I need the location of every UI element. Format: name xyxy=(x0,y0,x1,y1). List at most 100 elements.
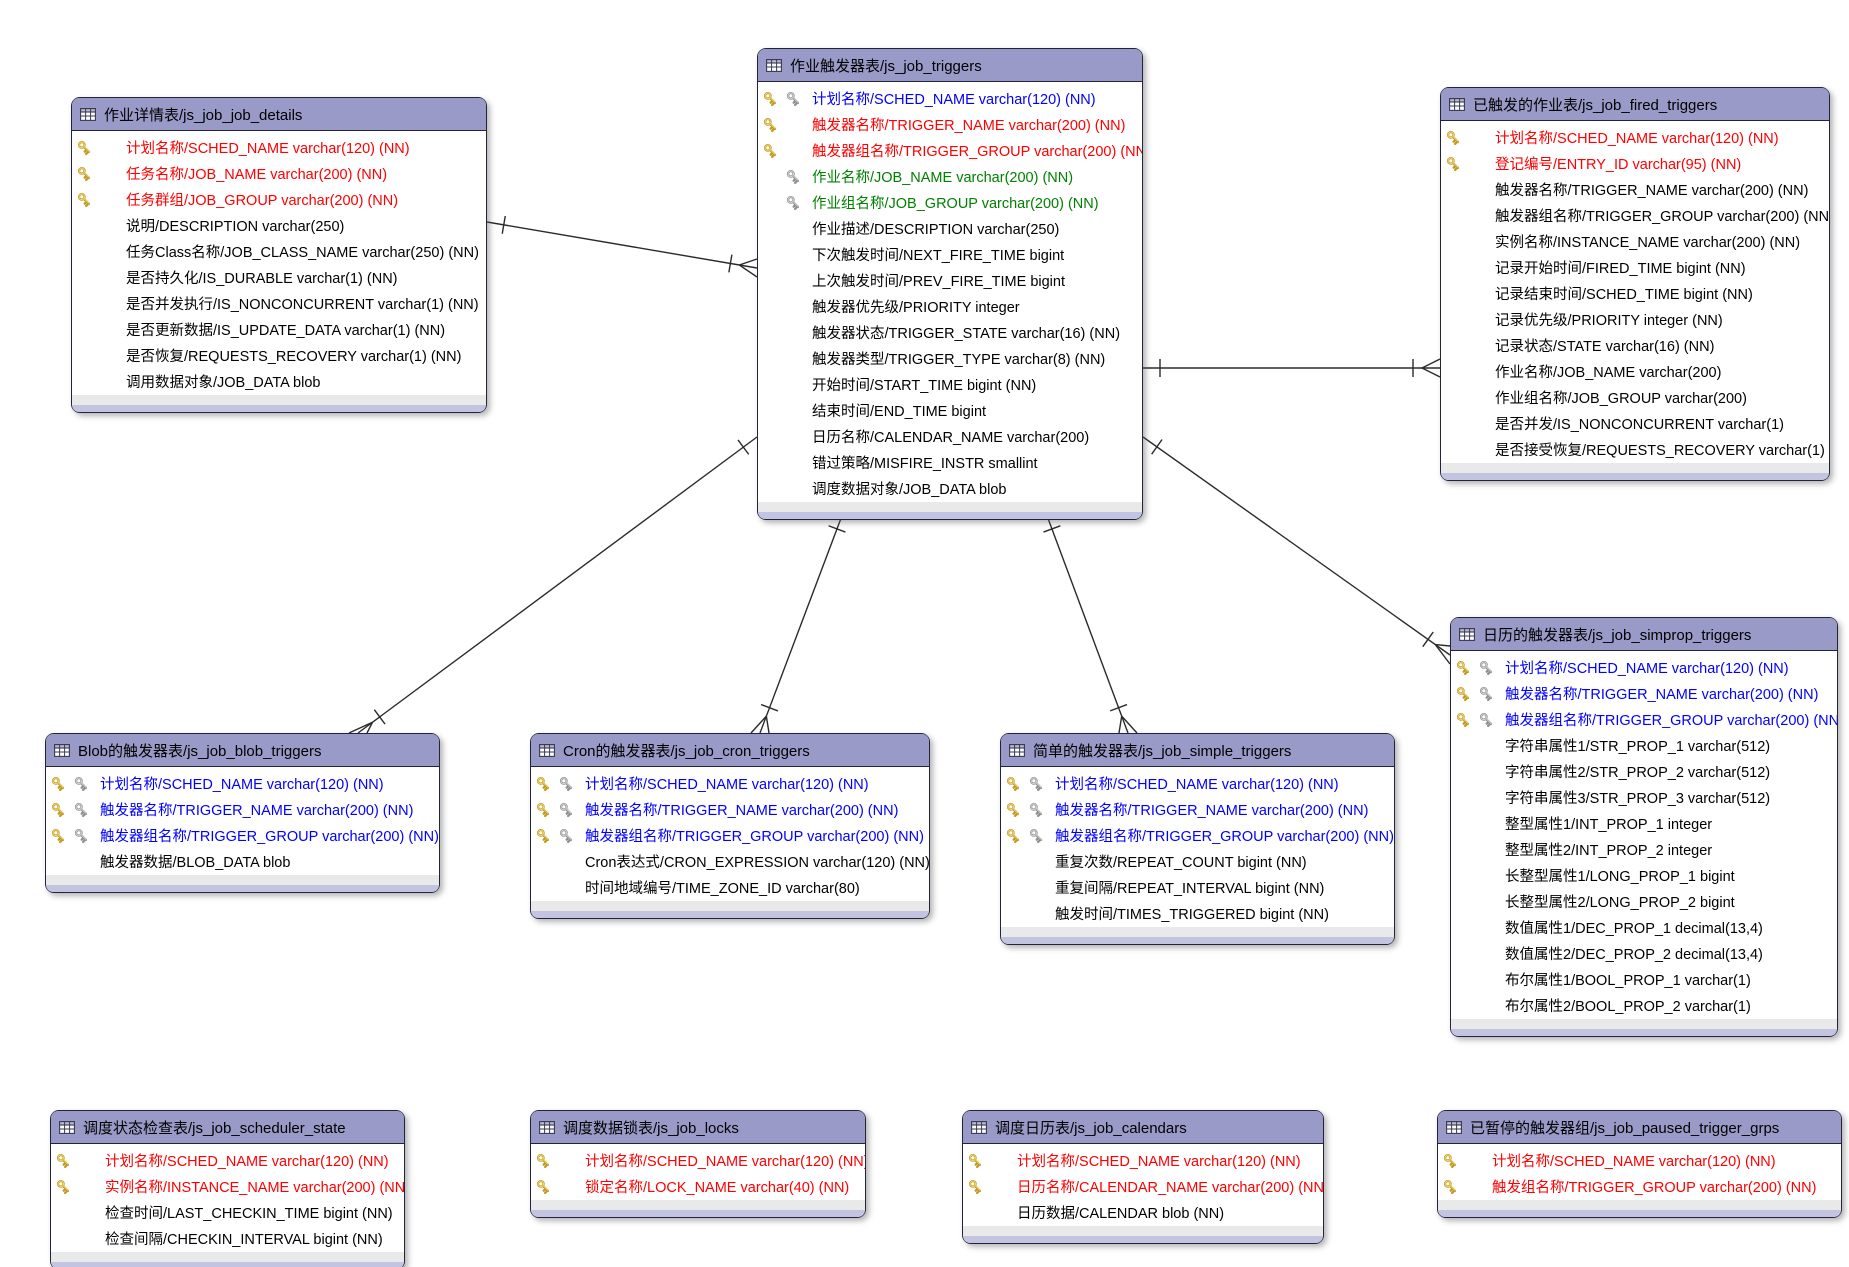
field-row[interactable]: 上次触发时间/PREV_FIRE_TIME bigint xyxy=(758,267,1142,293)
field-row[interactable]: 说明/DESCRIPTION varchar(250) xyxy=(72,212,486,238)
field-row[interactable]: 计划名称/SCHED_NAME varchar(120) (NN) xyxy=(963,1147,1323,1173)
entity-header[interactable]: 调度日历表/js_job_calendars xyxy=(963,1111,1323,1144)
field-row[interactable]: 触发器名称/TRIGGER_NAME varchar(200) (NN) xyxy=(1451,680,1837,706)
field-row[interactable]: 字符串属性1/STR_PROP_1 varchar(512) xyxy=(1451,732,1837,758)
entity-header[interactable]: 作业触发器表/js_job_triggers xyxy=(758,49,1142,82)
field-row[interactable]: 锁定名称/LOCK_NAME varchar(40) (NN) xyxy=(531,1173,865,1199)
entity-js_job_calendars[interactable]: 调度日历表/js_job_calendars 计划名称/SCHED_NAME va… xyxy=(962,1110,1324,1244)
field-row[interactable]: 调度数据对象/JOB_DATA blob xyxy=(758,475,1142,501)
field-row[interactable]: 作业名称/JOB_NAME varchar(200) xyxy=(1441,358,1829,384)
entity-header[interactable]: Cron的触发器表/js_job_cron_triggers xyxy=(531,734,929,767)
field-row[interactable]: 是否接受恢复/REQUESTS_RECOVERY varchar(1) xyxy=(1441,436,1829,462)
field-row[interactable]: 计划名称/SCHED_NAME varchar(120) (NN) xyxy=(46,770,439,796)
field-row[interactable]: 触发器名称/TRIGGER_NAME varchar(200) (NN) xyxy=(1001,796,1394,822)
field-row[interactable]: 检查间隔/CHECKIN_INTERVAL bigint (NN) xyxy=(51,1225,404,1251)
relationship-line[interactable] xyxy=(1142,436,1451,656)
entity-header[interactable]: 已触发的作业表/js_job_fired_triggers xyxy=(1441,88,1829,121)
field-row[interactable]: 触发时间/TIMES_TRIGGERED bigint (NN) xyxy=(1001,900,1394,926)
field-row[interactable]: 触发器组名称/TRIGGER_GROUP varchar(200) (NN) xyxy=(1451,706,1837,732)
field-row[interactable]: 计划名称/SCHED_NAME varchar(120) (NN) xyxy=(1438,1147,1841,1173)
entity-js_job_cron_triggers[interactable]: Cron的触发器表/js_job_cron_triggers 计划名称/SCHED… xyxy=(530,733,930,919)
field-row[interactable]: 登记编号/ENTRY_ID varchar(95) (NN) xyxy=(1441,150,1829,176)
entity-js_job_paused_trigger_grps[interactable]: 已暂停的触发器组/js_job_paused_trigger_grps 计划名称/… xyxy=(1437,1110,1842,1218)
field-row[interactable]: 字符串属性2/STR_PROP_2 varchar(512) xyxy=(1451,758,1837,784)
field-row[interactable]: 触发器名称/TRIGGER_NAME varchar(200) (NN) xyxy=(758,111,1142,137)
field-row[interactable]: 整型属性2/INT_PROP_2 integer xyxy=(1451,836,1837,862)
field-row[interactable]: 整型属性1/INT_PROP_1 integer xyxy=(1451,810,1837,836)
relationship-line[interactable] xyxy=(1045,512,1129,734)
field-row[interactable]: 计划名称/SCHED_NAME varchar(120) (NN) xyxy=(531,770,929,796)
entity-header[interactable]: 调度状态检查表/js_job_scheduler_state xyxy=(51,1111,404,1144)
field-row[interactable]: 计划名称/SCHED_NAME varchar(120) (NN) xyxy=(72,134,486,160)
field-row[interactable]: 触发器类型/TRIGGER_TYPE varchar(8) (NN) xyxy=(758,345,1142,371)
entity-js_job_job_details[interactable]: 作业详情表/js_job_job_details 计划名称/SCHED_NAME … xyxy=(71,97,487,413)
field-row[interactable]: 日历数据/CALENDAR blob (NN) xyxy=(963,1199,1323,1225)
field-row[interactable]: 长整型属性2/LONG_PROP_2 bigint xyxy=(1451,888,1837,914)
field-row[interactable]: 触发器名称/TRIGGER_NAME varchar(200) (NN) xyxy=(1441,176,1829,202)
relationship-line[interactable] xyxy=(486,221,758,269)
field-row[interactable]: 计划名称/SCHED_NAME varchar(120) (NN) xyxy=(1001,770,1394,796)
field-row[interactable]: 是否恢复/REQUESTS_RECOVERY varchar(1) (NN) xyxy=(72,342,486,368)
field-row[interactable]: 任务名称/JOB_NAME varchar(200) (NN) xyxy=(72,160,486,186)
field-row[interactable]: 实例名称/INSTANCE_NAME varchar(200) (NN) xyxy=(1441,228,1829,254)
field-row[interactable]: 触发器状态/TRIGGER_STATE varchar(16) (NN) xyxy=(758,319,1142,345)
field-row[interactable]: 是否更新数据/IS_UPDATE_DATA varchar(1) (NN) xyxy=(72,316,486,342)
field-row[interactable]: 触发器组名称/TRIGGER_GROUP varchar(200) (NN) xyxy=(1441,202,1829,228)
field-row[interactable]: 长整型属性1/LONG_PROP_1 bigint xyxy=(1451,862,1837,888)
field-row[interactable]: 重复次数/REPEAT_COUNT bigint (NN) xyxy=(1001,848,1394,874)
relationship-line[interactable] xyxy=(759,512,844,734)
field-row[interactable]: 日历名称/CALENDAR_NAME varchar(200) (NN) xyxy=(963,1173,1323,1199)
field-row[interactable]: 是否并发执行/IS_NONCONCURRENT varchar(1) (NN) xyxy=(72,290,486,316)
field-row[interactable]: 计划名称/SCHED_NAME varchar(120) (NN) xyxy=(51,1147,404,1173)
field-row[interactable]: 作业组名称/JOB_GROUP varchar(200) xyxy=(1441,384,1829,410)
entity-header[interactable]: 已暂停的触发器组/js_job_paused_trigger_grps xyxy=(1438,1111,1841,1144)
field-row[interactable]: 记录状态/STATE varchar(16) (NN) xyxy=(1441,332,1829,358)
field-row[interactable]: 记录优先级/PRIORITY integer (NN) xyxy=(1441,306,1829,332)
entity-js_job_blob_triggers[interactable]: Blob的触发器表/js_job_blob_triggers 计划名称/SCHED… xyxy=(45,733,440,893)
field-row[interactable]: Cron表达式/CRON_EXPRESSION varchar(120) (NN… xyxy=(531,848,929,874)
field-row[interactable]: 记录结束时间/SCHED_TIME bigint (NN) xyxy=(1441,280,1829,306)
field-row[interactable]: 作业组名称/JOB_GROUP varchar(200) (NN) xyxy=(758,189,1142,215)
field-row[interactable]: 开始时间/START_TIME bigint (NN) xyxy=(758,371,1142,397)
field-row[interactable]: 数值属性2/DEC_PROP_2 decimal(13,4) xyxy=(1451,940,1837,966)
field-row[interactable]: 数值属性1/DEC_PROP_1 decimal(13,4) xyxy=(1451,914,1837,940)
entity-js_job_triggers[interactable]: 作业触发器表/js_job_triggers 计划名称/SCHED_NAME va… xyxy=(757,48,1143,520)
field-row[interactable]: 时间地域编号/TIME_ZONE_ID varchar(80) xyxy=(531,874,929,900)
relationship-line[interactable] xyxy=(357,436,758,734)
entity-js_job_scheduler_state[interactable]: 调度状态检查表/js_job_scheduler_state 计划名称/SCHED… xyxy=(50,1110,405,1267)
field-row[interactable]: 实例名称/INSTANCE_NAME varchar(200) (NN) xyxy=(51,1173,404,1199)
field-row[interactable]: 布尔属性1/BOOL_PROP_1 varchar(1) xyxy=(1451,966,1837,992)
field-row[interactable]: 触发器数据/BLOB_DATA blob xyxy=(46,848,439,874)
entity-header[interactable]: Blob的触发器表/js_job_blob_triggers xyxy=(46,734,439,767)
field-row[interactable]: 作业描述/DESCRIPTION varchar(250) xyxy=(758,215,1142,241)
field-row[interactable]: 触发器组名称/TRIGGER_GROUP varchar(200) (NN) xyxy=(531,822,929,848)
field-row[interactable]: 触发器名称/TRIGGER_NAME varchar(200) (NN) xyxy=(531,796,929,822)
field-row[interactable]: 布尔属性2/BOOL_PROP_2 varchar(1) xyxy=(1451,992,1837,1018)
field-row[interactable]: 重复间隔/REPEAT_INTERVAL bigint (NN) xyxy=(1001,874,1394,900)
entity-header[interactable]: 作业详情表/js_job_job_details xyxy=(72,98,486,131)
field-row[interactable]: 触发器组名称/TRIGGER_GROUP varchar(200) (NN) xyxy=(758,137,1142,163)
entity-header[interactable]: 调度数据锁表/js_job_locks xyxy=(531,1111,865,1144)
field-row[interactable]: 是否持久化/IS_DURABLE varchar(1) (NN) xyxy=(72,264,486,290)
field-row[interactable]: 结束时间/END_TIME bigint xyxy=(758,397,1142,423)
field-row[interactable]: 触发器优先级/PRIORITY integer xyxy=(758,293,1142,319)
field-row[interactable]: 触发组名称/TRIGGER_GROUP varchar(200) (NN) xyxy=(1438,1173,1841,1199)
entity-js_job_simprop_triggers[interactable]: 日历的触发器表/js_job_simprop_triggers 计划名称/SCHE… xyxy=(1450,617,1838,1037)
field-row[interactable]: 检查时间/LAST_CHECKIN_TIME bigint (NN) xyxy=(51,1199,404,1225)
field-row[interactable]: 作业名称/JOB_NAME varchar(200) (NN) xyxy=(758,163,1142,189)
entity-header[interactable]: 日历的触发器表/js_job_simprop_triggers xyxy=(1451,618,1837,651)
field-row[interactable]: 是否并发/IS_NONCONCURRENT varchar(1) xyxy=(1441,410,1829,436)
field-row[interactable]: 字符串属性3/STR_PROP_3 varchar(512) xyxy=(1451,784,1837,810)
field-row[interactable]: 任务Class名称/JOB_CLASS_NAME varchar(250) (N… xyxy=(72,238,486,264)
field-row[interactable]: 触发器名称/TRIGGER_NAME varchar(200) (NN) xyxy=(46,796,439,822)
field-row[interactable]: 记录开始时间/FIRED_TIME bigint (NN) xyxy=(1441,254,1829,280)
field-row[interactable]: 触发器组名称/TRIGGER_GROUP varchar(200) (NN) xyxy=(1001,822,1394,848)
field-row[interactable]: 计划名称/SCHED_NAME varchar(120) (NN) xyxy=(531,1147,865,1173)
field-row[interactable]: 调用数据对象/JOB_DATA blob xyxy=(72,368,486,394)
entity-js_job_locks[interactable]: 调度数据锁表/js_job_locks 计划名称/SCHED_NAME varch… xyxy=(530,1110,866,1218)
field-row[interactable]: 计划名称/SCHED_NAME varchar(120) (NN) xyxy=(758,85,1142,111)
field-row[interactable]: 计划名称/SCHED_NAME varchar(120) (NN) xyxy=(1451,654,1837,680)
field-row[interactable]: 触发器组名称/TRIGGER_GROUP varchar(200) (NN) xyxy=(46,822,439,848)
